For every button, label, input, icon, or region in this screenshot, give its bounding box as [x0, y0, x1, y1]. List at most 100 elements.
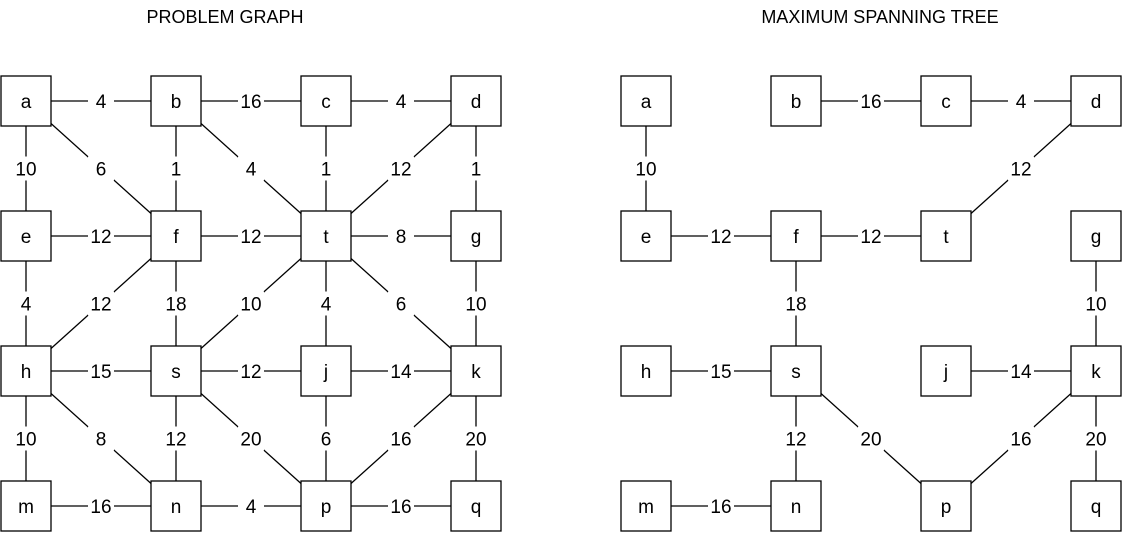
node-label-q: q [1091, 497, 1102, 518]
node-label-a: a [21, 92, 32, 113]
node-d: d [450, 75, 502, 127]
node-m: m [0, 480, 52, 532]
node-label-h: h [21, 362, 32, 383]
weight-label-bg [13, 426, 39, 451]
weight-label-bg [238, 291, 264, 316]
edge-weight-c-t: 1 [321, 160, 332, 181]
weight-label-bg [163, 426, 189, 451]
node-label-j: j [323, 362, 328, 383]
edge-weight-h-m: 10 [15, 430, 36, 451]
edge-weight-d-t: 12 [390, 160, 411, 181]
edge-weight-f-t: 12 [860, 227, 881, 248]
node-box [1070, 480, 1122, 532]
weight-label-bg [13, 291, 39, 316]
node-label-k: k [471, 362, 481, 383]
node-label-s: s [171, 362, 181, 383]
node-label-a: a [641, 92, 652, 113]
node-label-c: c [321, 92, 331, 113]
weight-label-bg [238, 89, 264, 113]
node-n: n [770, 480, 822, 532]
node-box [300, 345, 352, 397]
node-k: k [1070, 345, 1122, 397]
weight-label-bg [1083, 426, 1109, 451]
weight-label-bg [313, 426, 339, 451]
edge-weight-n-p: 4 [246, 497, 257, 518]
node-box [770, 75, 822, 127]
edge-weight-k-q: 20 [1085, 430, 1106, 451]
node-label-b: b [791, 92, 802, 113]
node-box [620, 480, 672, 532]
edge-weight-g-k: 10 [465, 295, 486, 316]
edge-weight-j-k: 14 [1010, 362, 1032, 383]
node-box [150, 210, 202, 262]
weight-label-bg [88, 156, 114, 181]
weight-label-bg [238, 426, 264, 451]
weight-label-bg [1008, 426, 1034, 451]
node-box [150, 75, 202, 127]
edge-weight-d-t: 12 [1010, 160, 1031, 181]
edge-weight-e-f: 12 [710, 227, 731, 248]
node-box [920, 210, 972, 262]
weight-label-bg [708, 359, 734, 383]
node-p: p [920, 480, 972, 532]
node-label-n: n [791, 497, 802, 518]
weight-label-bg [858, 426, 884, 451]
node-box [1070, 210, 1122, 262]
node-box [1070, 345, 1122, 397]
edge-weight-b-f: 1 [171, 160, 182, 181]
node-box [300, 75, 352, 127]
node-label-t: t [323, 227, 329, 248]
edge-weight-g-k: 10 [1085, 295, 1106, 316]
edge-weight-a-e: 10 [635, 160, 656, 181]
node-box [620, 345, 672, 397]
node-box [450, 210, 502, 262]
node-label-s: s [791, 362, 801, 383]
node-label-f: f [173, 227, 179, 248]
node-label-t: t [943, 227, 949, 248]
weight-label-bg [1008, 89, 1034, 113]
node-box [300, 210, 352, 262]
edge-weight-b-t: 4 [246, 160, 257, 181]
weight-label-bg [313, 291, 339, 316]
weight-label-bg [633, 156, 659, 181]
node-label-e: e [641, 227, 652, 248]
node-g: g [450, 210, 502, 262]
node-p: p [300, 480, 352, 532]
weight-label-bg [313, 156, 339, 181]
weight-label-bg [88, 494, 114, 518]
edge-weight-s-p: 20 [860, 430, 881, 451]
weight-label-bg [163, 291, 189, 316]
node-box [770, 480, 822, 532]
edge-weight-h-s: 15 [710, 362, 731, 383]
edge-weight-d-g: 1 [471, 160, 482, 181]
node-g: g [1070, 210, 1122, 262]
node-label-p: p [321, 497, 332, 518]
edge-weight-c-d: 4 [1016, 92, 1027, 113]
weight-label-bg [463, 291, 489, 316]
node-box [920, 480, 972, 532]
node-box [770, 345, 822, 397]
node-box [1070, 75, 1122, 127]
weight-label-bg [463, 426, 489, 451]
edge-weight-s-j: 12 [240, 362, 261, 383]
node-q: q [450, 480, 502, 532]
edge-weight-s-n: 12 [785, 430, 806, 451]
edge-weight-a-e: 10 [15, 160, 36, 181]
edge-weight-k-p: 16 [390, 430, 411, 451]
edge-weight-t-g: 8 [396, 227, 407, 248]
edge-weight-k-p: 16 [1010, 430, 1031, 451]
edge-weight-s-n: 12 [165, 430, 186, 451]
edge-weight-j-p: 6 [321, 430, 332, 451]
node-box [620, 75, 672, 127]
weight-label-bg [388, 156, 414, 181]
node-label-j: j [943, 362, 948, 383]
weight-label-bg [88, 89, 114, 113]
node-k: k [450, 345, 502, 397]
node-box [150, 345, 202, 397]
edge-weight-p-q: 16 [390, 497, 411, 518]
weight-label-bg [463, 156, 489, 181]
node-s: s [770, 345, 822, 397]
weight-label-bg [88, 224, 114, 248]
